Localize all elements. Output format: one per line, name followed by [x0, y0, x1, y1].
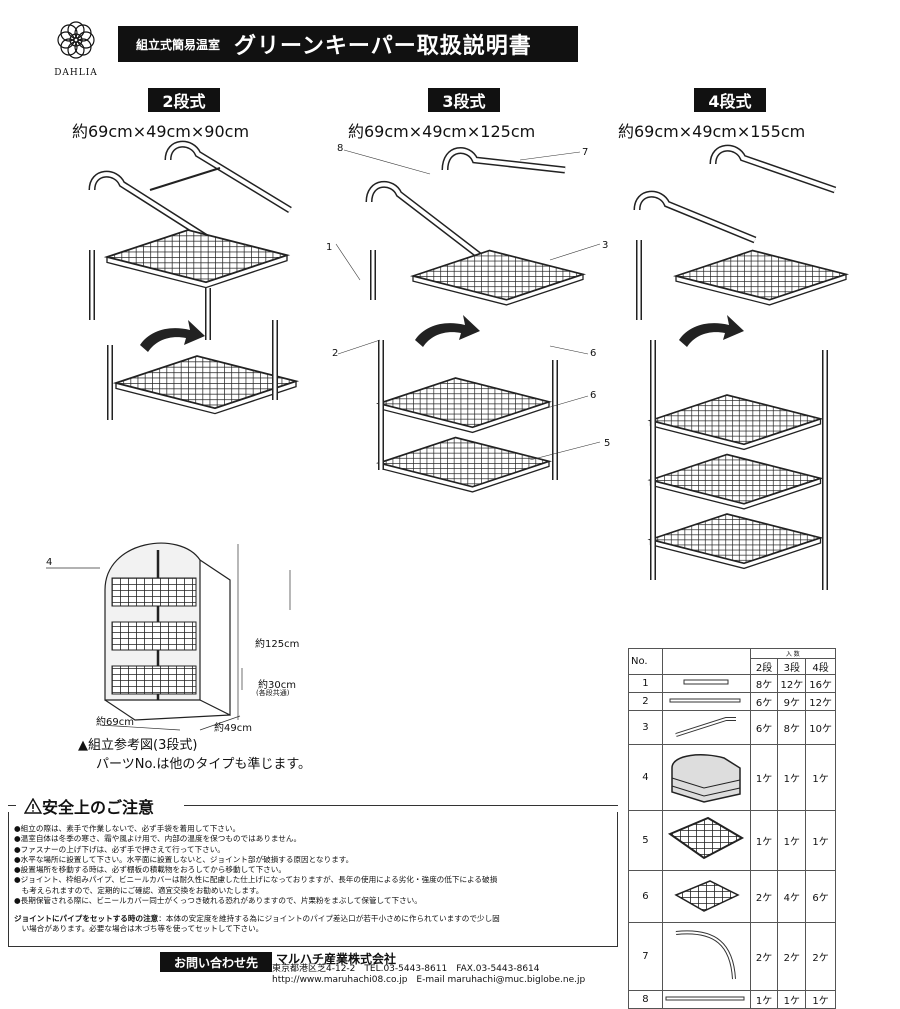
safety-line: ●組立の際は、素手で作業しないで、必ず手袋を着用して下さい。: [14, 824, 241, 833]
web-email-line: http://www.maruhachi08.co.jp E-mail maru…: [272, 975, 586, 985]
callout-6b: 6: [590, 390, 597, 401]
safety-line: ●ファスナーの上げ下げは、必ず手で押さえて行って下さい。: [14, 844, 225, 854]
part-2-long-pipe-icon: [669, 698, 741, 703]
joint-note: ジョイントにパイプをセットする時の注意：本体の安定度を維持する為にジョイントのパ…: [14, 914, 614, 935]
safety-header: 安全上のご注意: [8, 794, 618, 818]
company-address: 東京都港区芝4-12-2 TEL.03-5443-8611 FAX.03-544…: [272, 964, 585, 986]
tier-header: 2段: [749, 658, 779, 675]
callout-7: 7: [582, 147, 589, 158]
safety-line: ●設置場所を移動する時は、必ず棚板の積載物をおろしてから移動して下さい。: [14, 865, 286, 875]
safety-line: も考えられますので、定期的にご確認、適宜交換をお勧めいたします。: [14, 885, 264, 895]
diagram-2-tier: [88, 140, 297, 420]
part-8-top-pipe-icon: [665, 996, 745, 1001]
callout-2: 2: [332, 348, 339, 359]
callout-4: 4: [46, 557, 53, 568]
assembled-shelf-gap: 約30cm: [258, 680, 296, 691]
model-2-label: 2段式: [148, 88, 220, 112]
callout-leader-lines: [335, 149, 601, 460]
parts-header-img: [661, 648, 751, 675]
address-line: 東京都港区芝4-12-2 TEL.03-5443-8611 FAX.03-544…: [272, 964, 540, 974]
part-7-arch-pipe-icon: [676, 930, 737, 980]
joint-label: ジョイントにパイプをセットする時の注意: [14, 914, 159, 923]
dahlia-flower-icon: [57, 21, 95, 59]
parts-header-qty: 入 数: [749, 648, 837, 659]
brand-logo: DAHLIA: [48, 18, 104, 78]
contact-label: お問い合わせ先: [160, 952, 272, 972]
safety-line: ●水平な場所に設置して下さい。水平面に設置しないと、ジョイント部が破損する原因と…: [14, 854, 354, 864]
callout-3: 3: [602, 240, 609, 251]
model-3-dims: 約69cm×49cm×125cm: [348, 122, 536, 141]
title-prefix: 組立式簡易温室: [136, 37, 221, 52]
part-4-cover-icon: [671, 754, 741, 803]
warning-triangle-icon: [24, 798, 42, 814]
assembled-caption-1: ▲組立参考図(3段式): [78, 738, 198, 753]
part-3-joint-bar-icon: [675, 717, 737, 737]
model-3-label: 3段式: [428, 88, 500, 112]
assembled-width: 約69cm: [96, 717, 134, 728]
assembled-caption-2: パーツNo.は他のタイプも準じます。: [96, 757, 312, 772]
callout-1: 1: [326, 242, 333, 253]
diagram-4-tier: [633, 144, 847, 590]
diagram-3-tier: [365, 147, 584, 493]
assembled-depth: 約49cm: [214, 723, 252, 734]
safety-title: 安全上のご注意: [42, 798, 155, 817]
safety-line: ●ジョイント、枠組みパイプ、ビニールカバーは耐久性に配慮した仕上げになっておりま…: [14, 875, 498, 885]
model-4-dims: 約69cm×49cm×155cm: [618, 122, 806, 141]
part-5-large-shelf-icon: [668, 816, 745, 860]
assembled-shelf-gap-note: (各段共通): [256, 689, 290, 697]
model-2-dims: 約69cm×49cm×90cm: [72, 122, 250, 141]
joint-text: ：本体の安定度を維持する為にジョイントのパイプ差込口が若干小さめに作られています…: [158, 914, 500, 923]
joint-text-2: い場合があります。必要な場合は木づち等を使ってセットして下さい。: [14, 924, 264, 934]
callout-6a: 6: [590, 348, 597, 359]
company-name: マルハチ産業株式会社: [276, 952, 397, 966]
safety-box: [8, 812, 618, 947]
safety-line: ●長期保管される際に、ビニールカバー同士がくっつき破れる恐れがありますので、片栗…: [14, 896, 422, 906]
assembled-diagram: [46, 542, 291, 731]
safety-line: ●温室自体は冬季の寒さ、霜や風よけ用で、内部の温度を保つものではありません。: [14, 834, 302, 844]
callout-8: 8: [337, 143, 344, 154]
model-4-label: 4段式: [694, 88, 766, 112]
assembled-height: 約125cm: [255, 639, 300, 650]
part-1-pipe-icon: [683, 679, 729, 685]
part-6-small-shelf-icon: [674, 880, 740, 912]
title-main: グリーンキーパー取扱説明書: [234, 34, 532, 59]
tier-header: 3段: [777, 658, 807, 675]
page-title: 組立式簡易温室 グリーンキーパー取扱説明書: [118, 26, 578, 62]
safety-lines: ●組立の際は、素手で作業しないで、必ず手袋を着用して下さい。 ●温室自体は冬季の…: [14, 824, 614, 906]
parts-header-no: No.: [628, 648, 663, 675]
tier-header: 4段: [805, 658, 836, 675]
callout-5: 5: [604, 438, 611, 449]
brand-name: DAHLIA: [54, 68, 98, 78]
